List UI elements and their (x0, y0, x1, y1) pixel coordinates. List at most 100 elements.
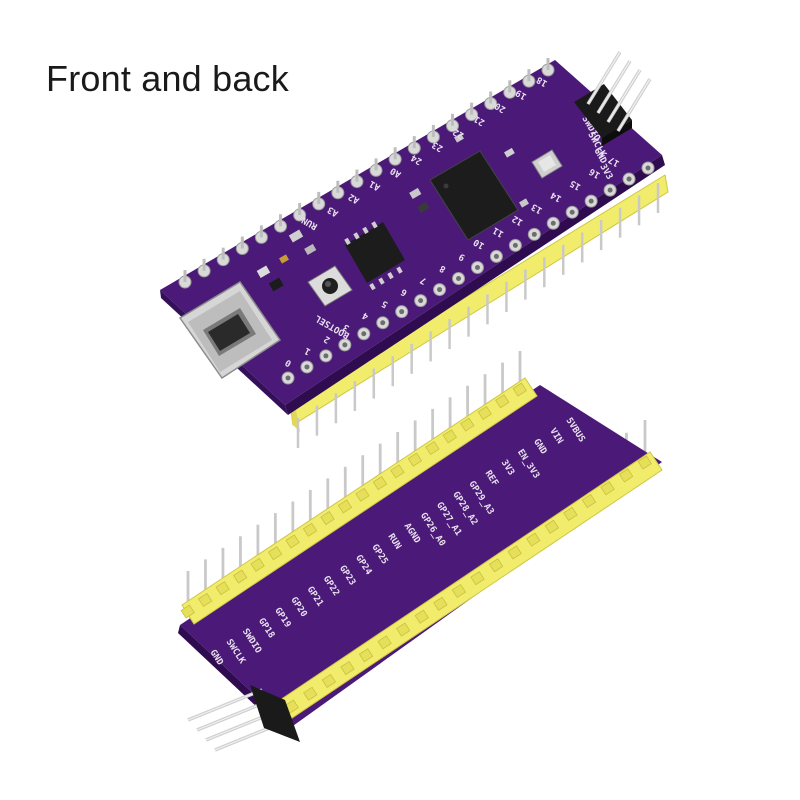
pin-label: 11 (491, 225, 505, 239)
pin-hole-center (550, 220, 556, 226)
pin-hole-center (380, 320, 386, 326)
socket (512, 382, 527, 397)
socket (544, 519, 560, 534)
pin-label: 20 (493, 100, 507, 114)
pin-hole-center (512, 242, 518, 248)
pin-hole-center (304, 364, 310, 370)
socket (526, 532, 541, 547)
socket (488, 558, 504, 573)
pin-hole-center (361, 331, 367, 337)
pin-label: 3 (342, 321, 352, 332)
socket (433, 596, 448, 611)
page-title: Front and back (46, 58, 289, 99)
socket (355, 487, 370, 502)
socket (470, 571, 485, 586)
socket (390, 464, 405, 479)
socket (396, 622, 411, 637)
front-pin-holes-top (178, 58, 555, 289)
chip-leg (387, 272, 394, 280)
socket (358, 648, 374, 663)
pin-label: 0 (284, 357, 294, 368)
socket (460, 417, 475, 432)
pin-hole-center (323, 353, 329, 359)
bootsel-button (307, 265, 353, 307)
header-pin-highlight (617, 78, 651, 132)
socket (477, 405, 492, 420)
socket (340, 661, 355, 676)
chip-leg (344, 237, 351, 245)
pin-label: 4 (360, 309, 370, 321)
socket (321, 673, 337, 688)
socket (637, 455, 652, 470)
pin-hole-center (437, 287, 443, 293)
chip-leg (353, 232, 360, 240)
socket (337, 499, 353, 514)
flash-chip (345, 222, 405, 283)
socket (303, 686, 318, 701)
chip-leg (396, 266, 403, 274)
pin-label: 18 (535, 74, 549, 88)
socket (425, 440, 440, 456)
pin-label: 8 (438, 263, 448, 274)
socket (414, 609, 429, 624)
socket (581, 494, 597, 509)
pin-label: 10 (472, 236, 486, 250)
back-debug-pins (187, 685, 300, 752)
socket (267, 546, 283, 561)
pin-hole-center (607, 187, 613, 193)
pin-label: 12 (511, 213, 525, 227)
pin-label: A0 (389, 165, 403, 179)
front-pcb (160, 60, 662, 405)
pin-hole-center (342, 342, 348, 348)
usb-c-connector (178, 280, 282, 380)
pin-label: A3 (326, 204, 340, 218)
pin-hole-center (569, 209, 575, 215)
front-pin-holes-bottom (281, 161, 655, 385)
front-pcb-edge (285, 155, 665, 415)
chip-leg (369, 283, 376, 291)
socket (451, 583, 467, 599)
pin-label: 13 (530, 201, 544, 215)
crystal (531, 149, 563, 179)
debug-header-pins (586, 51, 652, 132)
pin-hole-center (626, 176, 632, 182)
chip-leg (362, 226, 369, 234)
socket (215, 581, 230, 596)
socket (198, 592, 213, 607)
socket (180, 604, 195, 619)
pin-label: 1 (303, 345, 313, 356)
socket (442, 429, 458, 444)
chip-leg (378, 277, 385, 285)
socket (232, 569, 248, 584)
pin-hole-center (285, 375, 291, 381)
back-pcb (180, 385, 662, 728)
pin-label: 2 (322, 333, 332, 344)
pin-label: 7 (419, 274, 429, 285)
pin-label: 22 (451, 126, 465, 140)
debug-header-block (250, 685, 300, 742)
pin-label: 23 (431, 139, 445, 153)
socket (320, 511, 335, 526)
socket (507, 545, 522, 560)
pin-label: 17 (607, 154, 621, 168)
pin-label: 21 (472, 113, 486, 127)
back-header-sockets-bottom (284, 455, 652, 714)
debug-header (574, 51, 652, 146)
socket (495, 394, 510, 409)
pin-label: 15 (569, 178, 583, 192)
pin-label: A2 (347, 191, 361, 205)
pin-label: A1 (368, 178, 382, 192)
back-header-sockets-top (180, 382, 527, 619)
chip-leg (371, 221, 378, 229)
pin-hole-center (456, 276, 462, 282)
socket (563, 506, 578, 521)
socket (618, 468, 634, 483)
header-pin-highlight (587, 51, 621, 105)
back-board: 5VBUSVINGNDEN_3V33V3REFGP29_A3GP28_A2GP2… (178, 351, 663, 752)
header-pin-highlight (607, 69, 641, 123)
pin-label: 14 (549, 189, 564, 203)
pin-label: 6 (400, 286, 410, 297)
